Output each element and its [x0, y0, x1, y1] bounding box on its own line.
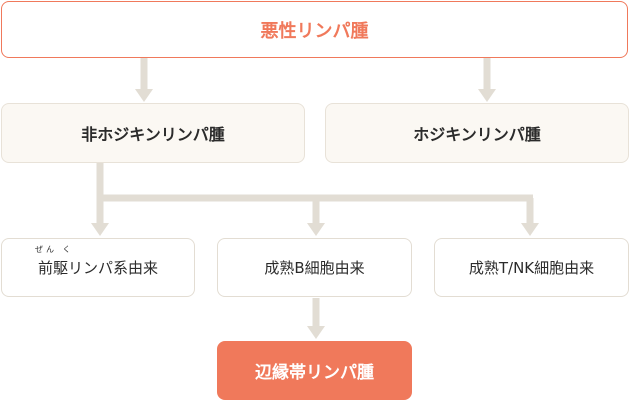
mature-b-cell-box: 成熟B細胞由来	[217, 238, 412, 297]
precursor-lymphoid-box: ぜん く 前駆リンパ系由来	[1, 238, 195, 297]
mature-b-cell-label: 成熟B細胞由来	[264, 259, 365, 277]
malignant-lymphoma-box: 悪性リンパ腫	[1, 1, 628, 58]
marginal-zone-lymphoma-label: 辺縁帯リンパ腫	[255, 363, 374, 383]
mature-t-nk-cell-label: 成熟T/NK細胞由来	[468, 259, 595, 277]
precursor-ruby: ぜん く	[34, 245, 74, 254]
precursor-lymphoid-text: ぜん く 前駆リンパ系由来	[35, 245, 158, 278]
hodgkin-lymphoma-box: ホジキンリンパ腫	[325, 103, 629, 163]
precursor-lymphoid-label: 前駆リンパ系由来	[37, 259, 158, 277]
non-hodgkin-lymphoma-label: 非ホジキンリンパ腫	[81, 125, 225, 144]
non-hodgkin-lymphoma-box: 非ホジキンリンパ腫	[1, 103, 305, 163]
malignant-lymphoma-label: 悪性リンパ腫	[260, 20, 369, 42]
mature-t-nk-cell-box: 成熟T/NK細胞由来	[434, 238, 629, 297]
marginal-zone-lymphoma-box: 辺縁帯リンパ腫	[217, 341, 412, 400]
hodgkin-lymphoma-label: ホジキンリンパ腫	[413, 125, 541, 144]
